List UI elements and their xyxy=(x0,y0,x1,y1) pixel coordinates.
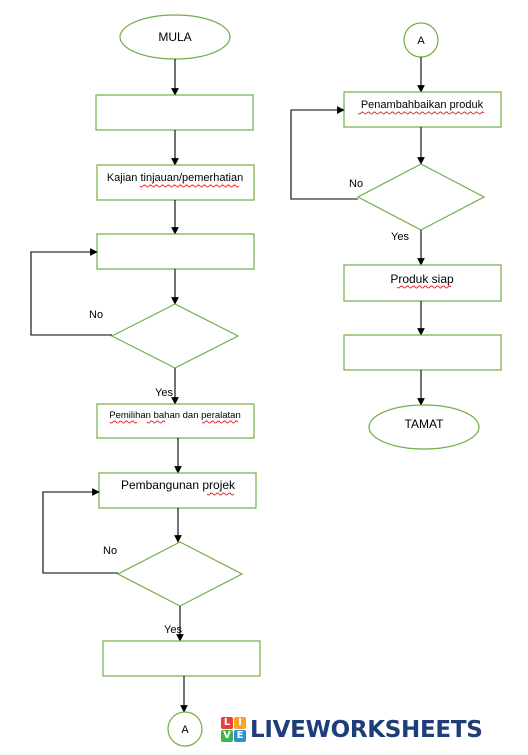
connector-in: A xyxy=(403,22,439,58)
badge-letter: V xyxy=(221,730,233,742)
decision-3-no-label: No xyxy=(349,178,363,190)
decision-2-no-label: No xyxy=(103,545,117,557)
start-terminal: MULA xyxy=(119,14,231,60)
liveworksheets-logo-icon: L I V E xyxy=(221,717,247,743)
spellcheck-underline xyxy=(396,285,452,289)
process-5-label: Pembangunan projek xyxy=(121,478,236,492)
badge-letter: E xyxy=(234,730,246,742)
process-box-9 xyxy=(343,334,502,371)
connector-out-label: A xyxy=(181,724,189,736)
process-box-4: Pemilihan bahan dan peralatan xyxy=(96,403,255,439)
decision-2-yes-label: Yes xyxy=(164,624,182,636)
process-8-label: Produk siap xyxy=(390,272,454,286)
process-4-label: Pemilihan bahan dan peralatan xyxy=(109,410,241,421)
decision-diamond-3 xyxy=(356,163,486,231)
process-box-7: Penambahbaikan produk xyxy=(343,91,502,128)
process-box-1 xyxy=(95,94,254,131)
process-box-3 xyxy=(96,233,255,270)
badge-letter: L xyxy=(221,717,233,729)
spellcheck-underline xyxy=(206,492,235,496)
spellcheck-underline xyxy=(109,420,138,424)
decision-1-no-label: No xyxy=(89,309,103,321)
arrow-decision-1-no-loop xyxy=(30,248,112,336)
process-box-5: Pembangunan projek xyxy=(98,472,257,509)
spellcheck-underline xyxy=(139,184,240,188)
badge-letter: I xyxy=(234,717,246,729)
process-box-2: Kajian tinjauan/pemerhatian xyxy=(96,164,255,201)
process-box-6 xyxy=(102,640,261,677)
decision-1-yes-label: Yes xyxy=(155,387,173,399)
spellcheck-underline xyxy=(146,420,166,424)
decision-diamond-1 xyxy=(110,303,240,369)
spellcheck-underline xyxy=(201,420,239,424)
liveworksheets-wordmark: LIVEWORKSHEETS xyxy=(250,717,483,743)
process-2-label: Kajian tinjauan/pemerhatian xyxy=(107,172,243,184)
connector-in-label: A xyxy=(417,35,425,47)
arrow-decision-2-no-loop xyxy=(42,488,118,574)
start-label: MULA xyxy=(158,30,191,44)
end-terminal: TAMAT xyxy=(368,404,480,450)
liveworksheets-watermark: L I V E LIVEWORKSHEETS xyxy=(221,716,483,744)
arrow-decision-3-no-loop xyxy=(290,106,358,200)
decision-3-yes-label: Yes xyxy=(391,231,409,243)
spellcheck-underline xyxy=(357,111,485,115)
end-label: TAMAT xyxy=(405,417,445,431)
process-7-label: Penambahbaikan produk xyxy=(361,99,484,111)
process-box-8: Produk siap xyxy=(343,264,502,302)
connector-out: A xyxy=(167,711,203,747)
decision-diamond-2 xyxy=(116,541,244,607)
